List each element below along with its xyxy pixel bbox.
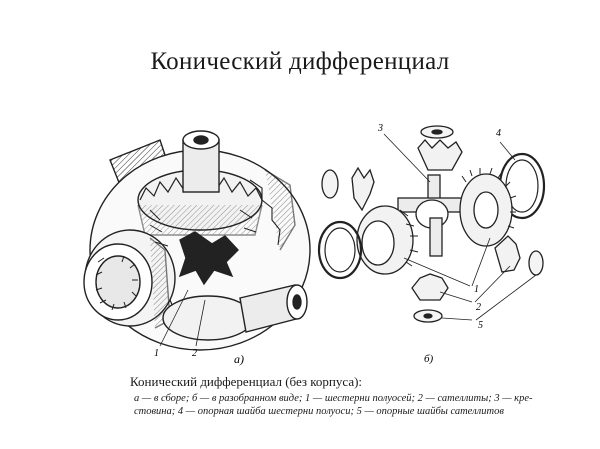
right-satellite-washer — [528, 250, 544, 276]
bottom-shaft — [239, 284, 308, 333]
callout-b-1: 1 — [474, 284, 479, 295]
left-axle-gear-exploded — [356, 205, 419, 275]
bottom-satellite-gear — [162, 295, 254, 341]
axle-gear-washer-left — [317, 220, 363, 280]
left-satellite-washer — [321, 169, 339, 199]
left-satellite — [351, 166, 375, 212]
spider-cross — [397, 174, 469, 257]
top-shaft — [182, 130, 220, 193]
right-axle-gear-exploded — [459, 167, 517, 247]
caption-line-2: стовина; 4 — опорная шайба шестерни полу… — [134, 406, 504, 417]
callout-b-3: 3 — [377, 123, 383, 134]
callout-a-2: 2 — [192, 348, 197, 359]
right-satellite — [494, 235, 521, 273]
caption-line-1: а — в сборе; б — в разобранном виде; 1 —… — [134, 393, 533, 404]
exploded-differential — [317, 125, 546, 323]
assembled-differential — [83, 130, 311, 351]
figure-label-a: а) — [234, 352, 244, 366]
top-satellite-gear — [137, 169, 263, 236]
top-satellite — [417, 139, 463, 171]
callout-b-5: 5 — [478, 320, 483, 331]
right-axle-gear — [249, 169, 296, 251]
callout-b-4: 4 — [496, 128, 501, 139]
gear-mesh-zone — [178, 231, 239, 286]
caption-heading: Конический дифференциал (без корпуса): — [130, 374, 363, 389]
left-axle-gear — [83, 229, 176, 329]
callout-b-2: 2 — [476, 302, 481, 313]
callout-a-1: 1 — [154, 348, 159, 359]
page-title: Конический дифференциал — [150, 48, 450, 75]
bottom-satellite — [411, 273, 449, 301]
figure-label-b: б) — [424, 353, 434, 365]
